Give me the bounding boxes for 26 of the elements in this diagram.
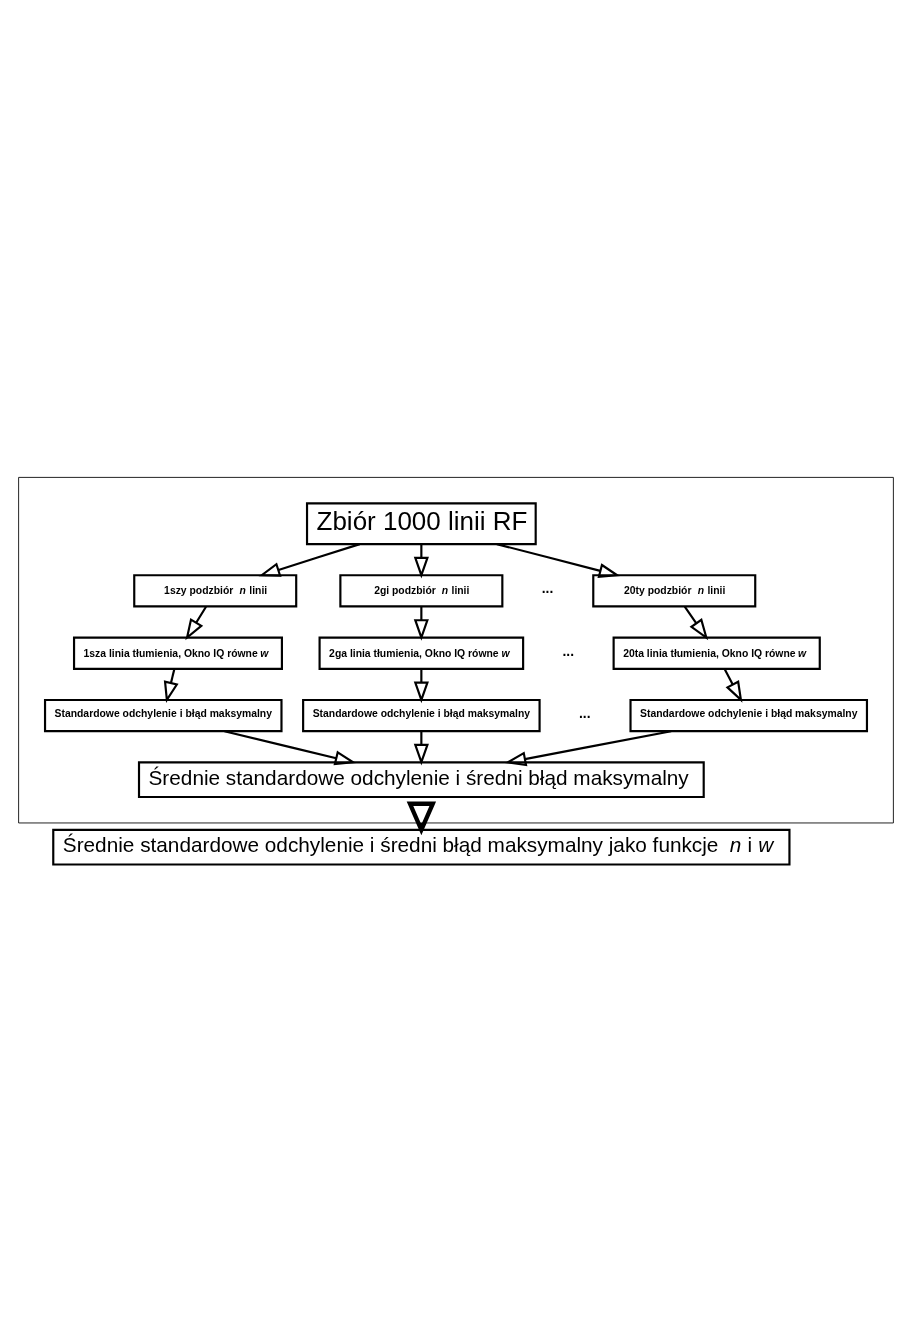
node-box: Średnie standardowe odchylenie i średni błąd maksymalny [137,761,705,799]
label: ... [541,580,554,597]
arrow [413,731,429,766]
arrow [683,606,709,641]
arrow [406,801,437,836]
arrow [413,544,429,579]
label: ... [562,642,575,659]
arrow [496,543,621,578]
node-box: 1sza linia tłumienia, Okno IQ równe w [72,636,283,670]
arrow [723,668,743,703]
node-box: Standardowe odchylenie i błąd maksymalny [43,698,283,733]
node-box: Standardowe odchylenie i błąd maksymalny [302,698,541,733]
arrow [258,543,361,577]
node-box: Zbiór 1000 linii RF [305,502,537,546]
cluster [18,476,894,824]
node-box: 20ta linia tłumienia, Okno IQ równe w [612,636,821,670]
arrow [504,730,672,767]
arrow [224,730,357,766]
arrow [185,606,207,641]
arrow [163,668,179,704]
node-box: 2ga linia tłumienia, Okno IQ równe w [318,636,525,670]
node-box: 1szy podzbiór n linii [133,574,298,608]
node-box: 20ty podzbiór n linii [592,574,757,608]
node-box: Standardowe odchylenie i błąd maksymalny [629,698,869,733]
node-box: 2gi podzbiór n linii [339,574,504,608]
label: ... [578,704,591,721]
